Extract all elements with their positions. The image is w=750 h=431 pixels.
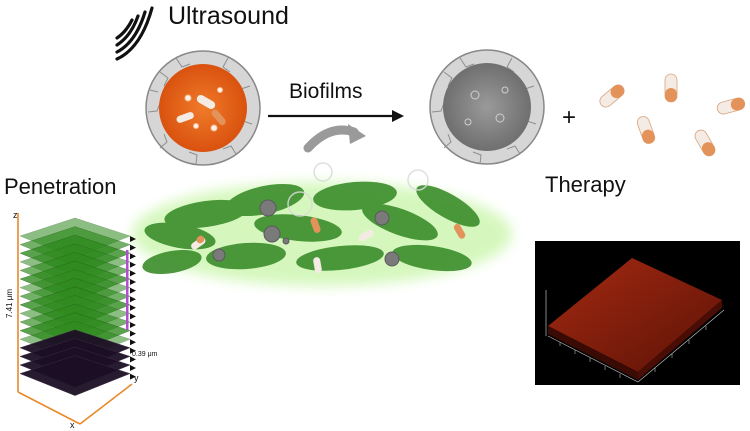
penetration-label: Penetration — [4, 174, 117, 199]
stack-height-label: 7.41 μm — [5, 289, 14, 318]
confocal-3d-image — [535, 241, 740, 385]
capsule-icon — [636, 116, 656, 144]
z-stack-image: z x y 7.41 μm 0.39 μm — [5, 210, 158, 430]
slice-tick — [130, 330, 136, 337]
released-nanoparticle — [429, 49, 545, 165]
slice-tick — [130, 270, 136, 277]
biofilms-label: Biofilms — [289, 80, 363, 103]
slice-tick — [130, 236, 136, 242]
slice-tick — [130, 296, 136, 303]
slice-tick — [130, 304, 136, 311]
capsule-icon — [599, 84, 625, 108]
biofilm-cluster — [132, 162, 512, 286]
ultrasound-wave-icon — [115, 6, 154, 61]
capsule-icon — [176, 95, 226, 126]
released-capsules — [599, 73, 746, 157]
slice-tick — [130, 279, 136, 285]
capsule-icon — [191, 217, 466, 274]
slice-tick — [130, 339, 136, 346]
loaded-nanoparticle — [145, 50, 261, 166]
slice-tick — [130, 253, 136, 260]
slice-thickness-label: 0.39 μm — [132, 351, 158, 358]
axis-z-label: z — [13, 210, 18, 220]
slice-tick — [130, 287, 136, 294]
slice-tick — [130, 244, 136, 251]
slice-tick — [130, 313, 136, 320]
stack-marker — [126, 250, 129, 330]
capsule-icon — [694, 129, 716, 157]
therapy-label: Therapy — [545, 172, 626, 197]
axis-y-label: y — [134, 373, 139, 383]
slice-tick — [130, 322, 136, 328]
slice-tick — [130, 347, 136, 354]
ultrasound-label: Ultrasound — [168, 2, 289, 30]
capsule-icon — [664, 73, 678, 103]
plus-sign: + — [562, 104, 577, 131]
process-arrow — [268, 110, 404, 122]
stack-axes — [17, 213, 133, 425]
slice-tick — [130, 365, 136, 371]
curved-arrow-icon — [303, 124, 366, 153]
axis-x-label: x — [70, 420, 75, 430]
slice-tick — [130, 261, 136, 268]
capsule-icon — [716, 97, 746, 115]
slice-tick — [130, 373, 136, 380]
slice-tick — [130, 356, 136, 363]
